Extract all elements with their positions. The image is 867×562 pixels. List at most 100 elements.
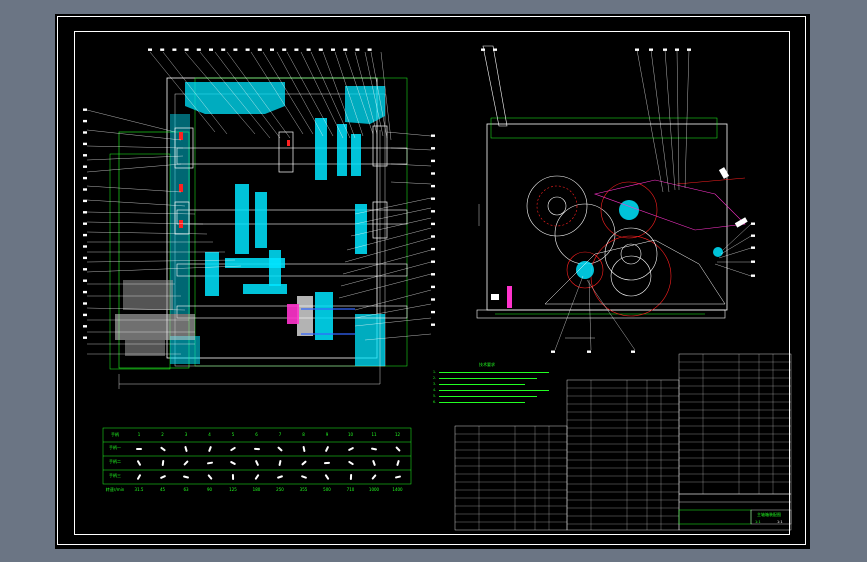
lever-position-icon bbox=[231, 473, 235, 481]
part-number-balloon bbox=[431, 323, 435, 326]
speed-value: 1000 bbox=[368, 487, 380, 492]
part-number-balloon bbox=[431, 235, 435, 238]
part-number-balloon bbox=[687, 48, 691, 51]
part-number-balloon bbox=[431, 310, 435, 314]
part-number-balloon bbox=[257, 48, 262, 51]
speed-table-column: 1 bbox=[137, 432, 141, 437]
sheet-border bbox=[57, 16, 806, 545]
part-number-balloon bbox=[751, 260, 755, 263]
part-number-balloon bbox=[83, 256, 87, 260]
part-number-balloon bbox=[282, 48, 287, 51]
tech-note-line: 1. bbox=[433, 370, 550, 374]
part-number-balloon bbox=[196, 48, 201, 51]
part-number-balloon bbox=[493, 48, 497, 51]
part-number-balloon bbox=[751, 274, 755, 277]
part-number-balloon bbox=[431, 184, 435, 188]
speed-table-column: 2 bbox=[161, 432, 164, 437]
part-number-balloon bbox=[431, 172, 435, 175]
part-number-balloon bbox=[270, 48, 274, 51]
part-number-balloon bbox=[83, 142, 87, 146]
sheet-ratio: 1:1 bbox=[777, 520, 783, 524]
part-number-balloon bbox=[83, 245, 87, 248]
part-number-balloon bbox=[306, 48, 311, 51]
part-number-balloon bbox=[83, 131, 87, 134]
side-view bbox=[476, 45, 752, 351]
part-number-balloon bbox=[355, 48, 360, 51]
part-number-balloon bbox=[587, 350, 591, 353]
part-number-balloon bbox=[431, 197, 435, 200]
part-number-balloon bbox=[83, 336, 87, 339]
part-number-balloon bbox=[675, 48, 679, 51]
part-number-balloon bbox=[184, 48, 189, 51]
speed-table-column: 10 bbox=[347, 432, 354, 437]
speed-value: 1400 bbox=[392, 487, 403, 492]
part-number-balloon bbox=[751, 222, 755, 225]
drawing-frame bbox=[74, 31, 790, 535]
part-number-balloon bbox=[83, 279, 87, 282]
part-number-balloon bbox=[233, 48, 238, 51]
part-number-balloon bbox=[245, 48, 250, 51]
part-number-balloon bbox=[83, 290, 87, 294]
part-number-balloon bbox=[83, 165, 87, 168]
tech-note-line: 3. bbox=[433, 382, 526, 386]
lever-position-icon bbox=[349, 473, 352, 481]
part-number-balloon bbox=[83, 313, 87, 317]
part-number-balloon bbox=[751, 234, 755, 237]
part-number-balloon bbox=[431, 260, 435, 263]
tech-note-line: 4. bbox=[433, 388, 550, 392]
drawing-canvas bbox=[83, 45, 792, 531]
lever-position-icon bbox=[136, 448, 142, 450]
part-number-balloon bbox=[318, 48, 323, 51]
part-number-balloon bbox=[663, 48, 667, 51]
speed-table-column: 11 bbox=[371, 432, 377, 437]
part-number-balloon bbox=[294, 48, 299, 51]
part-number-balloon bbox=[481, 48, 485, 51]
part-number-balloon bbox=[431, 222, 435, 226]
speed-table-column: 9 bbox=[325, 432, 329, 437]
part-number-balloon bbox=[83, 302, 87, 305]
lever-position-icon bbox=[323, 461, 331, 465]
speed-value: 250 bbox=[276, 487, 284, 492]
speed-table-column: 3 bbox=[184, 432, 188, 437]
speed-value: 180 bbox=[252, 487, 261, 492]
part-number-balloon bbox=[83, 325, 87, 328]
part-number-balloon bbox=[635, 48, 639, 51]
part-number-balloon bbox=[431, 159, 435, 163]
part-number-balloon bbox=[221, 48, 226, 51]
part-number-balloon bbox=[431, 210, 435, 213]
part-number-balloon bbox=[551, 350, 555, 353]
tech-note-line: 6. bbox=[433, 400, 526, 404]
part-number-balloon bbox=[751, 246, 755, 249]
speed-table-row-label: 手柄一 bbox=[109, 445, 121, 450]
part-number-balloon bbox=[83, 222, 87, 225]
speed-table-column: 5 bbox=[231, 432, 235, 437]
speed-table-column: 4 bbox=[208, 432, 211, 437]
part-number-balloon bbox=[83, 233, 87, 237]
speed-value: 355 bbox=[299, 487, 308, 492]
speed-value: 63 bbox=[183, 487, 189, 492]
part-number-balloon bbox=[431, 273, 435, 276]
speed-table-header: 手柄 bbox=[111, 432, 119, 437]
part-number-balloon bbox=[83, 268, 87, 271]
speed-value: 500 bbox=[323, 487, 331, 492]
part-number-balloon bbox=[148, 48, 152, 51]
speed-table-column: 6 bbox=[255, 432, 258, 437]
part-number-balloon bbox=[367, 48, 372, 51]
tech-note-line: 2. bbox=[433, 376, 538, 380]
part-number-balloon bbox=[331, 48, 335, 51]
drawing-scale: 1:1 bbox=[755, 520, 761, 524]
speed-value: 45 bbox=[159, 487, 166, 492]
tech-notes-title: 技术要求 bbox=[479, 362, 495, 367]
section-view bbox=[86, 51, 432, 389]
speed-table-column: 12 bbox=[394, 432, 401, 437]
part-number-balloon bbox=[631, 350, 635, 353]
speed-table-row-label: 转速r/min bbox=[105, 487, 125, 492]
part-number-balloon bbox=[431, 247, 435, 251]
speed-table-grid bbox=[102, 427, 412, 485]
part-number-balloon bbox=[83, 154, 87, 157]
drawing-title: 主轴箱装配图 bbox=[757, 512, 781, 517]
part-number-balloon bbox=[431, 285, 435, 289]
part-number-balloon bbox=[83, 108, 87, 111]
lever-position-icon bbox=[161, 459, 164, 467]
